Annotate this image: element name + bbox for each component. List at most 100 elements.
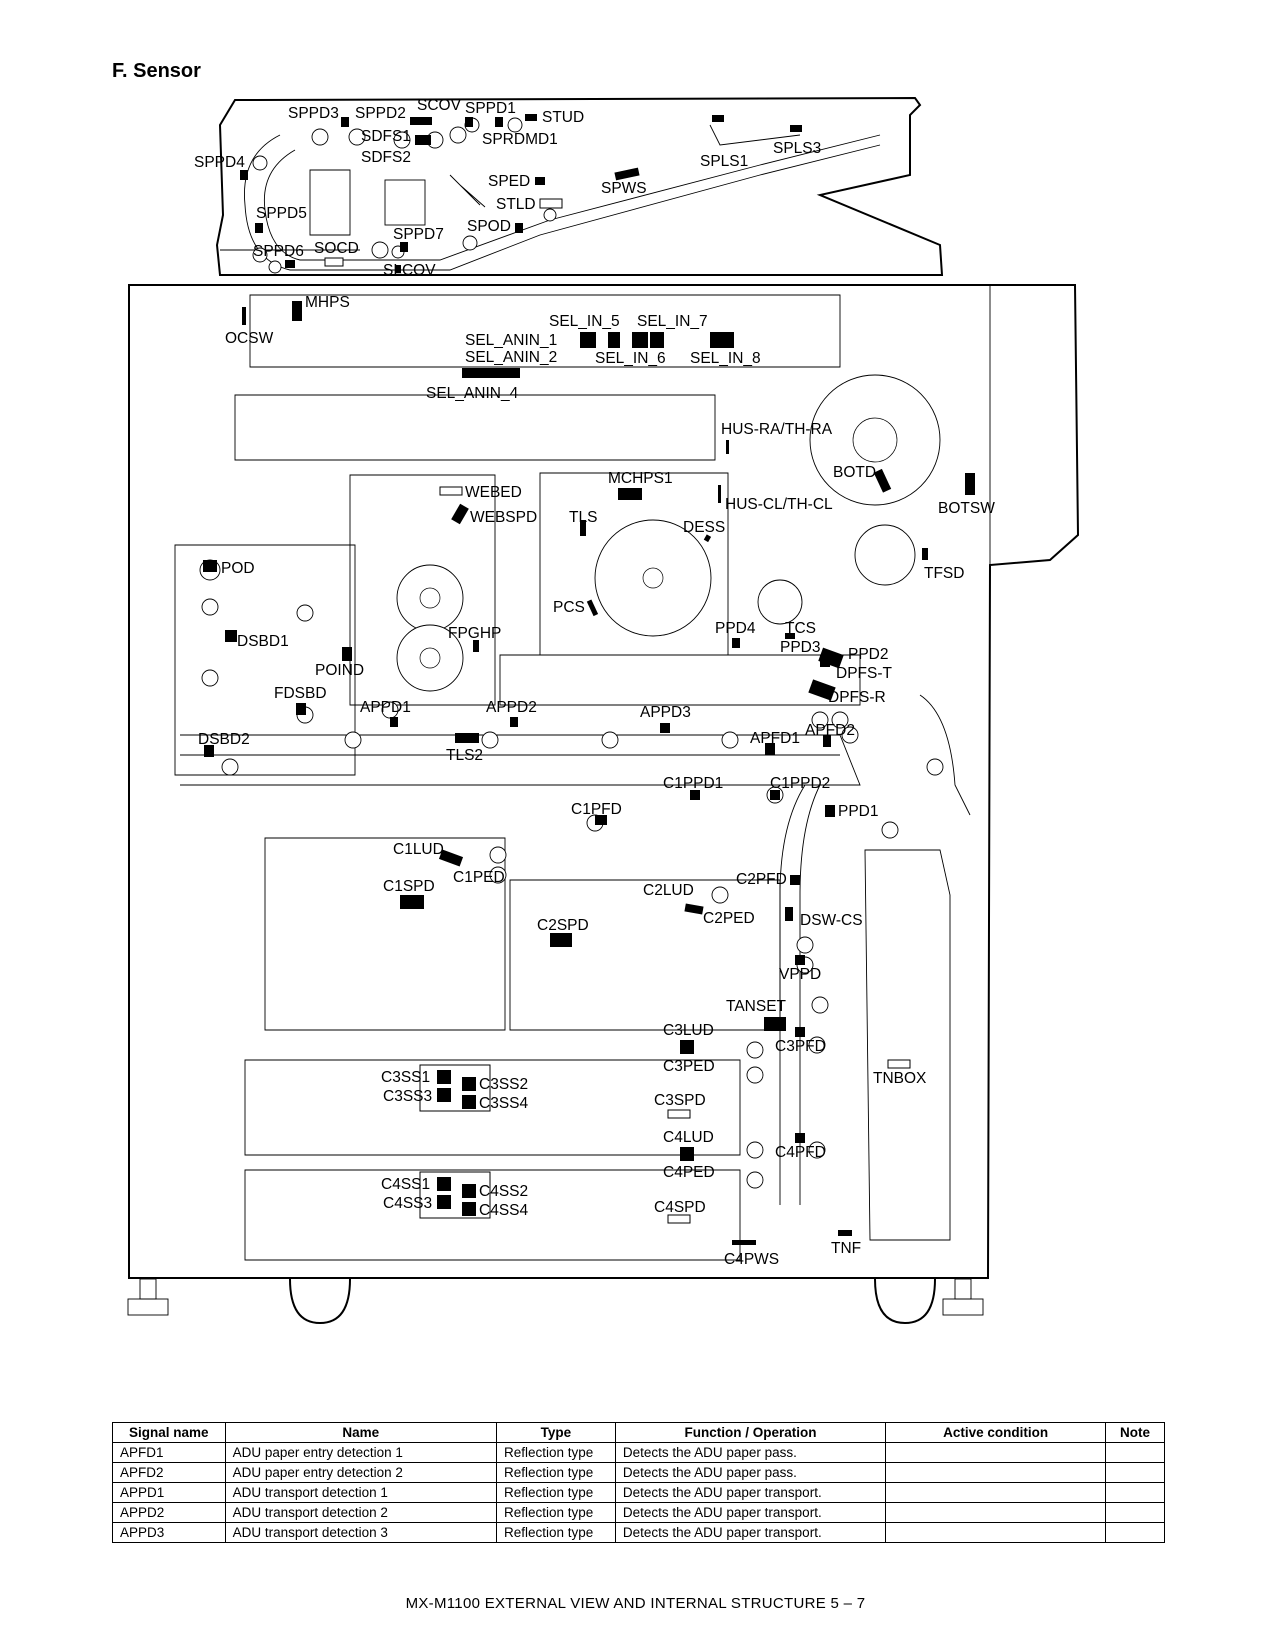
label-SPLS3: SPLS3 xyxy=(773,140,821,157)
col-function: Function / Operation xyxy=(614,1422,887,1443)
label-SDFS1: SDFS1 xyxy=(361,128,411,145)
document-feeder-outline xyxy=(215,96,944,276)
cell-function: Detects the ADU paper pass. xyxy=(614,1462,887,1483)
cell-note xyxy=(1105,1442,1165,1463)
label-APFD2: APFD2 xyxy=(805,722,855,739)
cell-note xyxy=(1105,1522,1165,1543)
label-DSBD1: DSBD1 xyxy=(237,633,289,650)
label-SEL_IN_8: SEL_IN_8 xyxy=(690,350,761,367)
label-MCHPS1: MCHPS1 xyxy=(608,470,673,487)
cell-type: Reflection type xyxy=(495,1522,616,1543)
label-WEBED: WEBED xyxy=(465,484,522,501)
label-WEBSPD: WEBSPD xyxy=(470,509,537,526)
label-SPOD: SPOD xyxy=(467,218,511,235)
label-APPD3: APPD3 xyxy=(640,704,691,721)
label-SEL_IN_6: SEL_IN_6 xyxy=(595,350,666,367)
label-C1LUD: C1LUD xyxy=(393,841,444,858)
cell-active-condition xyxy=(885,1462,1107,1483)
sensor-labels: SPPD3 SPPD2 SCOV SPPD1 STUD SDFS1 SPRDMD… xyxy=(194,97,995,1268)
table-row: APFD2 ADU paper entry detection 2 Reflec… xyxy=(112,1462,1165,1483)
cell-type: Reflection type xyxy=(495,1482,616,1503)
label-BOTD: BOTD xyxy=(833,464,876,481)
label-C3PFD: C3PFD xyxy=(775,1038,826,1055)
label-TLS: TLS xyxy=(569,509,597,526)
cell-signal-name: APPD2 xyxy=(112,1502,226,1523)
label-C3SS1: C3SS1 xyxy=(381,1069,430,1086)
label-SEL_ANIN_1: SEL_ANIN_1 xyxy=(465,332,557,349)
label-C3PED: C3PED xyxy=(663,1058,715,1075)
label-C3LUD: C3LUD xyxy=(663,1022,714,1039)
label-C2SPD: C2SPD xyxy=(537,917,589,934)
feeder-sensor-marks xyxy=(240,114,802,273)
label-SPRDMD1: SPRDMD1 xyxy=(482,131,558,148)
cell-signal-name: APPD1 xyxy=(112,1482,226,1503)
cell-active-condition xyxy=(885,1482,1107,1503)
label-C3SS4: C3SS4 xyxy=(479,1095,528,1112)
label-C2PED: C2PED xyxy=(703,910,755,927)
machine-feet xyxy=(127,1278,984,1325)
cell-active-condition xyxy=(885,1502,1107,1523)
sensor-layout-diagram: SPPD3 SPPD2 SCOV SPPD1 STUD SDFS1 SPRDMD… xyxy=(120,95,1140,1400)
label-SLCOV: SLCOV xyxy=(383,262,436,279)
label-C4SS3: C4SS3 xyxy=(383,1195,432,1212)
label-PPD2: PPD2 xyxy=(848,646,889,663)
sensor-signal-table: Signal name Name Type Function / Operati… xyxy=(112,1422,1165,1543)
label-SPPD4: SPPD4 xyxy=(194,154,245,171)
label-C1PED: C1PED xyxy=(453,869,505,886)
label-STLD: STLD xyxy=(496,196,536,213)
label-TNBOX: TNBOX xyxy=(873,1070,927,1087)
label-VPPD: VPPD xyxy=(779,966,821,983)
cell-active-condition xyxy=(885,1522,1107,1543)
label-STUD: STUD xyxy=(542,109,584,126)
cell-note xyxy=(1105,1482,1165,1503)
label-SOCD: SOCD xyxy=(314,240,359,257)
cell-function: Detects the ADU paper transport. xyxy=(614,1522,887,1543)
label-FPGHP: FPGHP xyxy=(448,625,501,642)
col-signal-name: Signal name xyxy=(112,1422,226,1443)
label-C3SPD: C3SPD xyxy=(654,1092,706,1109)
col-type: Type xyxy=(495,1422,616,1443)
label-BOTSW: BOTSW xyxy=(938,500,995,517)
label-SPPD2: SPPD2 xyxy=(355,105,406,122)
label-C4PED: C4PED xyxy=(663,1164,715,1181)
label-C1SPD: C1SPD xyxy=(383,878,435,895)
label-C2LUD: C2LUD xyxy=(643,882,694,899)
label-DSW-CS: DSW-CS xyxy=(800,912,863,929)
label-C4SS2: C4SS2 xyxy=(479,1183,528,1200)
label-SEL_ANIN_4: SEL_ANIN_4 xyxy=(426,385,519,402)
table-header-row: Signal name Name Type Function / Operati… xyxy=(112,1422,1165,1443)
label-DSBD2: DSBD2 xyxy=(198,731,250,748)
label-SDFS2: SDFS2 xyxy=(361,149,411,166)
page-footer: MX-M1100 EXTERNAL VIEW AND INTERNAL STRU… xyxy=(405,1595,866,1612)
label-PPD4: PPD4 xyxy=(715,620,756,637)
label-PCS: PCS xyxy=(553,599,585,616)
label-OCSW: OCSW xyxy=(225,330,274,347)
label-SPWS: SPWS xyxy=(601,180,647,197)
label-POIND: POIND xyxy=(315,662,364,679)
cell-type: Reflection type xyxy=(495,1502,616,1523)
label-C3SS2: C3SS2 xyxy=(479,1076,528,1093)
label-SPPD3: SPPD3 xyxy=(288,105,339,122)
label-C3SS3: C3SS3 xyxy=(383,1088,432,1105)
cell-name: ADU transport detection 1 xyxy=(224,1482,497,1503)
label-SCOV: SCOV xyxy=(417,97,462,114)
cell-name: ADU paper entry detection 2 xyxy=(224,1462,497,1483)
col-name: Name xyxy=(224,1422,497,1443)
cell-type: Reflection type xyxy=(495,1442,616,1463)
label-POD: POD xyxy=(221,560,255,577)
label-HUS-RA: HUS-RA/TH-RA xyxy=(721,421,833,438)
table-row: APPD3 ADU transport detection 3 Reflecti… xyxy=(112,1522,1165,1543)
cell-name: ADU transport detection 2 xyxy=(224,1502,497,1523)
label-TANSET: TANSET xyxy=(726,998,787,1015)
label-SEL_IN_7: SEL_IN_7 xyxy=(637,313,708,330)
cell-signal-name: APFD1 xyxy=(112,1442,226,1463)
cell-note xyxy=(1105,1502,1165,1523)
label-DPFS-R: DPFS-R xyxy=(828,689,886,706)
cell-active-condition xyxy=(885,1442,1107,1463)
label-SPLS1: SPLS1 xyxy=(700,153,748,170)
label-HUS-CL: HUS-CL/TH-CL xyxy=(725,496,833,513)
col-active-condition: Active condition xyxy=(885,1422,1107,1443)
label-APPD2: APPD2 xyxy=(486,699,537,716)
label-SEL_IN_5: SEL_IN_5 xyxy=(549,313,620,330)
label-C1PPD1: C1PPD1 xyxy=(663,775,723,792)
